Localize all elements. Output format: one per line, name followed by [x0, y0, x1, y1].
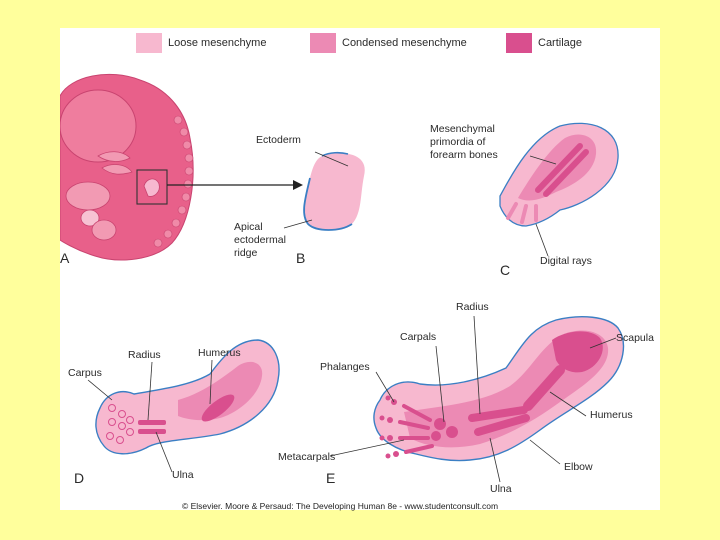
- panel-c-limb: [500, 123, 618, 256]
- panel-letter-c: C: [500, 262, 510, 278]
- magnify-arrow-head: [293, 180, 303, 190]
- panel-letter-b: B: [296, 250, 305, 266]
- label-radius-e: Radius: [456, 302, 489, 313]
- label-elbow: Elbow: [564, 462, 593, 473]
- panel-letter-e: E: [326, 470, 335, 486]
- label-aer-line1: Apical: [234, 222, 263, 233]
- panel-d-limb: [88, 340, 279, 472]
- limb-development-figure: Loose mesenchyme Condensed mesenchyme Ca…: [60, 28, 660, 510]
- label-carpals: Carpals: [400, 332, 436, 343]
- panel-b-limb-bud: [284, 152, 365, 230]
- label-ulna-d: Ulna: [172, 470, 194, 481]
- label-ulna-e: Ulna: [490, 484, 512, 495]
- copyright-notice: © Elsevier. Moore & Persaud: The Develop…: [182, 501, 498, 511]
- label-humerus-d: Humerus: [198, 348, 241, 359]
- label-scapula: Scapula: [616, 333, 654, 344]
- label-metacarpals: Metacarpals: [278, 452, 335, 463]
- diagram-svg: [60, 28, 660, 510]
- panel-letter-d: D: [74, 470, 84, 486]
- label-aer-line3: ridge: [234, 248, 257, 259]
- label-digital-rays: Digital rays: [540, 256, 592, 267]
- label-phalanges: Phalanges: [320, 362, 370, 373]
- label-primordia-line2: primordia of: [430, 137, 485, 148]
- panel-e-limb: [330, 316, 623, 482]
- label-primordia-line1: Mesenchymal: [430, 124, 495, 135]
- label-aer-line2: ectodermal: [234, 235, 286, 246]
- label-radius-d: Radius: [128, 350, 161, 361]
- panel-a-embryo: [60, 74, 193, 260]
- label-ectoderm: Ectoderm: [256, 135, 301, 146]
- panel-letter-a: A: [60, 250, 69, 266]
- label-carpus: Carpus: [68, 368, 102, 379]
- label-primordia-line3: forearm bones: [430, 150, 498, 161]
- label-humerus-e: Humerus: [590, 410, 633, 421]
